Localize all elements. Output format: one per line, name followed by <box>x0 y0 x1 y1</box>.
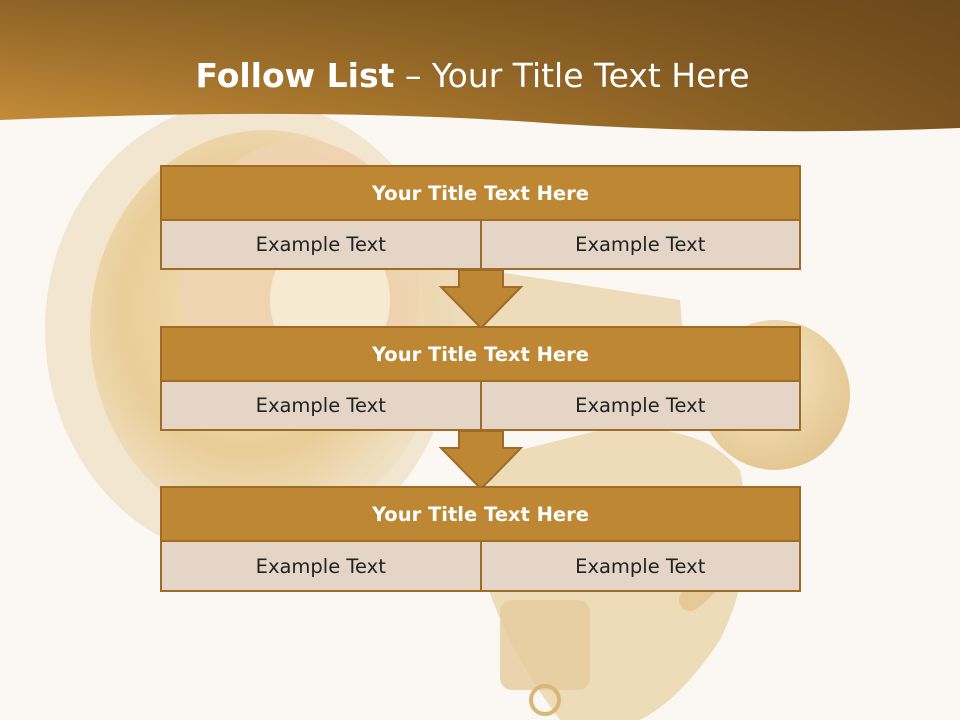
block-row: Example Text Example Text <box>160 221 801 270</box>
block-cell-right: Example Text <box>479 382 801 431</box>
header-band <box>0 0 960 132</box>
down-arrow-icon <box>438 431 524 491</box>
list-block-2: Your Title Text Here Example Text Exampl… <box>160 326 801 431</box>
block-title: Your Title Text Here <box>160 165 801 221</box>
list-block-1: Your Title Text Here Example Text Exampl… <box>160 165 801 270</box>
slide-title-rest: – Your Title Text Here <box>394 56 750 95</box>
slide-title-bold: Follow List <box>195 56 395 95</box>
block-cell-left: Example Text <box>160 382 482 431</box>
block-cell-left: Example Text <box>160 221 482 270</box>
list-block-3: Your Title Text Here Example Text Exampl… <box>160 486 801 592</box>
down-arrow-icon <box>438 270 524 330</box>
block-row: Example Text Example Text <box>160 382 801 431</box>
block-cell-right: Example Text <box>479 221 801 270</box>
block-cell-right: Example Text <box>479 542 801 592</box>
block-cell-left: Example Text <box>160 542 482 592</box>
block-title: Your Title Text Here <box>160 326 801 382</box>
block-row: Example Text Example Text <box>160 542 801 592</box>
block-title: Your Title Text Here <box>160 486 801 542</box>
slide-title: Follow List – Your Title Text Here <box>0 52 945 100</box>
